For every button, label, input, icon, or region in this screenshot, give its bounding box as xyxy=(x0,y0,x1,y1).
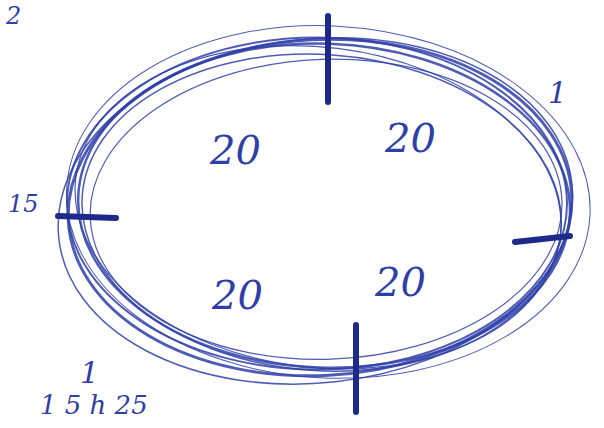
ellipse-stroke xyxy=(41,13,590,409)
quadrant-value: 20 xyxy=(212,275,263,315)
tick-mark xyxy=(515,236,570,242)
ellipse-stroke xyxy=(67,38,567,370)
ellipse-stroke xyxy=(57,12,599,391)
tick-mark xyxy=(325,16,331,102)
quadrant-value: 20 xyxy=(385,118,436,158)
ink-note: 1 xyxy=(80,358,99,388)
tick-mark xyxy=(58,216,116,218)
ink-note: 1 xyxy=(548,78,567,108)
ring-node: 20 20 20 20 xyxy=(60,30,580,385)
scribbled-ellipse xyxy=(60,30,580,385)
ink-note: 2 xyxy=(6,4,21,28)
quadrant-value: 20 xyxy=(375,262,426,302)
tick-mark xyxy=(353,325,359,412)
quadrant-value: 20 xyxy=(210,130,261,170)
ink-note: 15 xyxy=(8,192,39,216)
ink-note: 1 5 h 25 xyxy=(40,392,148,418)
ellipse-stroke xyxy=(71,38,572,387)
